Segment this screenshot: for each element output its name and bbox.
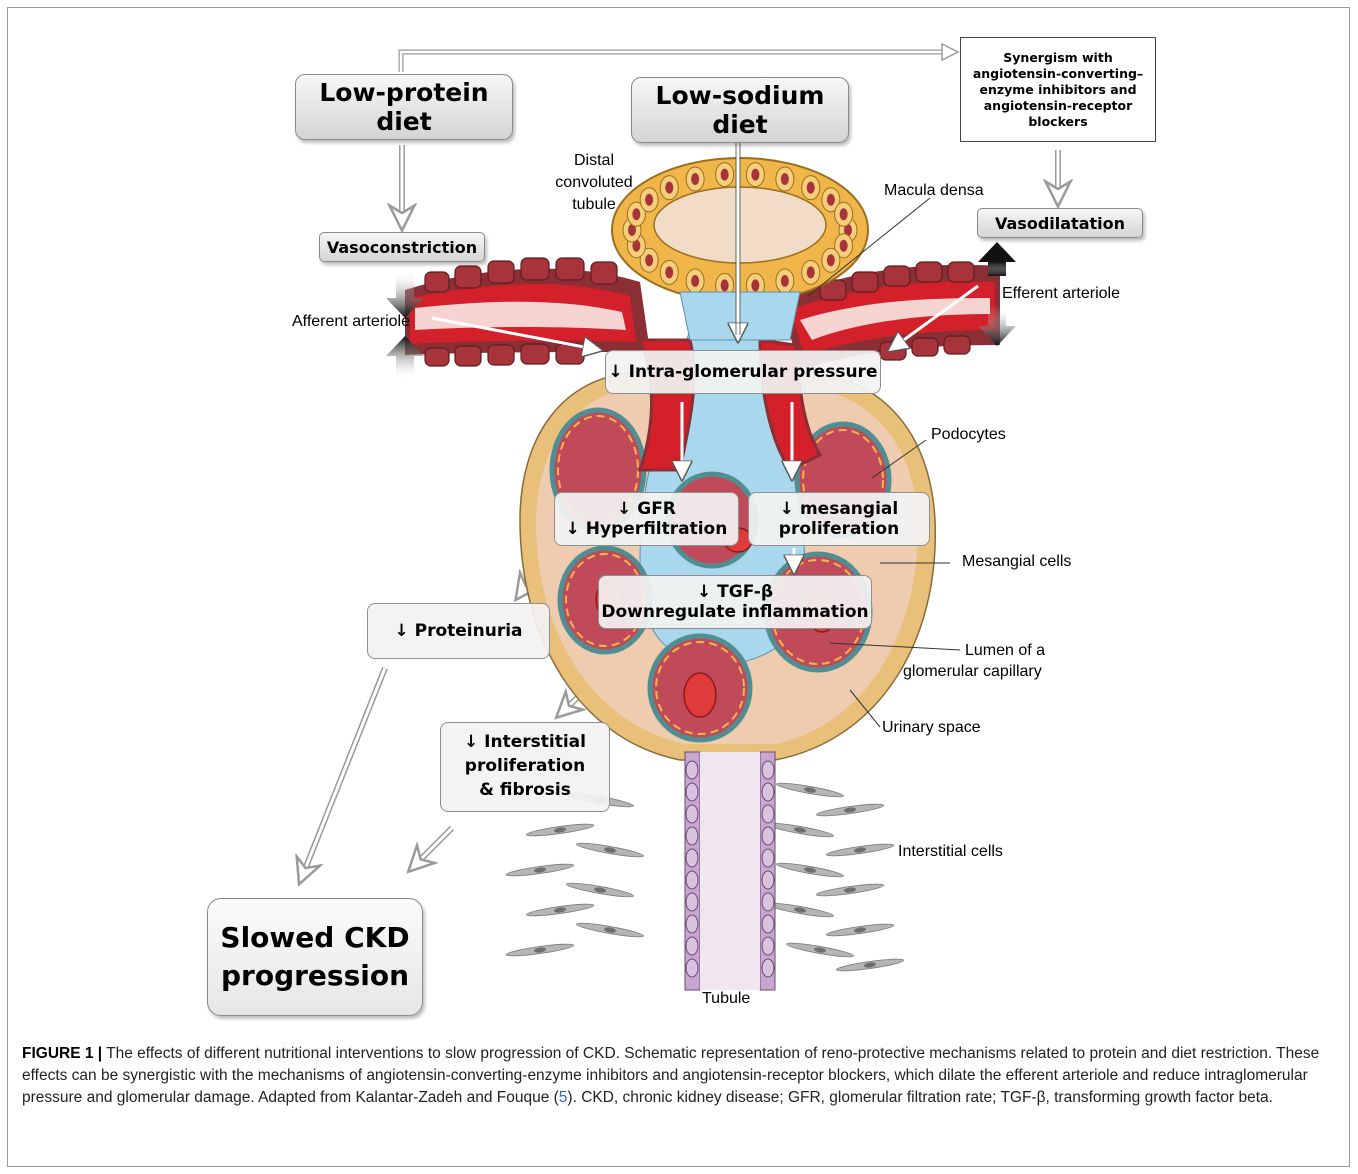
hyperfiltration-label: ↓ Hyperfiltration [566, 519, 728, 539]
distal-tubule-label: Distal convoluted tubule [548, 150, 640, 216]
proliferation-label: proliferation [779, 519, 899, 539]
intra-glomerular-pressure-label: ↓ Intra-glomerular pressure [609, 362, 878, 382]
fibrosis-label: & fibrosis [479, 779, 571, 803]
caption-text-end: ). CKD, chronic kidney disease; GFR, glo… [567, 1089, 1273, 1106]
vasoconstriction-box: Vasoconstriction [319, 232, 485, 262]
afferent-arteriole-label: Afferent arteriole [292, 313, 410, 331]
tgf-beta-label: ↓ TGF-β [697, 582, 773, 602]
connector-top-head [942, 44, 958, 60]
synergism-label: Synergism with angiotensin-converting–en… [971, 50, 1145, 130]
slowed-ckd-label: Slowed CKD [220, 919, 409, 957]
low-protein-diet-box: Low-protein diet [295, 74, 513, 140]
progression-label: progression [221, 957, 409, 995]
interstitial-label: ↓ Interstitial [464, 731, 586, 755]
connector-top [401, 52, 945, 72]
tubule [685, 752, 775, 990]
downregulate-inflammation-label: Downregulate inflammation [601, 602, 868, 622]
interstitial-fibrosis-box: ↓ Interstitial proliferation & fibrosis [440, 722, 610, 812]
urinary-space-label: Urinary space [882, 719, 981, 737]
low-sodium-diet-label: Low-sodium diet [632, 81, 848, 139]
lumen-label-line2: glomerular capillary [903, 663, 1042, 681]
vasodilatation-label: Vasodilatation [995, 214, 1125, 233]
slowed-ckd-progression-box: Slowed CKD progression [207, 898, 423, 1016]
figure-caption: FIGURE 1 | The effects of different nutr… [22, 1043, 1337, 1109]
vasodilatation-box: Vasodilatation [977, 208, 1143, 238]
synergism-box: Synergism with angiotensin-converting–en… [960, 37, 1156, 142]
macula-densa-label: Macula densa [884, 182, 984, 200]
vasoconstriction-label: Vasoconstriction [327, 238, 477, 257]
mesangial-proliferation-box: ↓ mesangial proliferation [748, 492, 930, 546]
proteinuria-label: ↓ Proteinuria [394, 621, 522, 641]
proteinuria-box: ↓ Proteinuria [367, 603, 550, 659]
caption-label: FIGURE 1 | [22, 1045, 102, 1062]
efferent-arteriole-label: Efferent arteriole [1002, 285, 1120, 303]
mesangial-label: ↓ mesangial [780, 499, 898, 519]
low-protein-diet-label: Low-protein diet [296, 78, 512, 136]
low-sodium-diet-box: Low-sodium diet [631, 77, 849, 143]
gfr-box: ↓ GFR ↓ Hyperfiltration [554, 492, 739, 546]
tgf-beta-box: ↓ TGF-β Downregulate inflammation [598, 575, 872, 629]
tubule-label: Tubule [702, 990, 750, 1008]
podocytes-label: Podocytes [931, 426, 1006, 444]
interstitial-cells-label: Interstitial cells [898, 843, 1003, 861]
mesangial-cells-label: Mesangial cells [962, 553, 1071, 571]
gfr-label: ↓ GFR [617, 499, 676, 519]
lumen-label-line1: Lumen of a [965, 642, 1045, 660]
interstitial-proliferation-label: proliferation [465, 755, 585, 779]
intra-glomerular-pressure-box: ↓ Intra-glomerular pressure [605, 350, 881, 394]
